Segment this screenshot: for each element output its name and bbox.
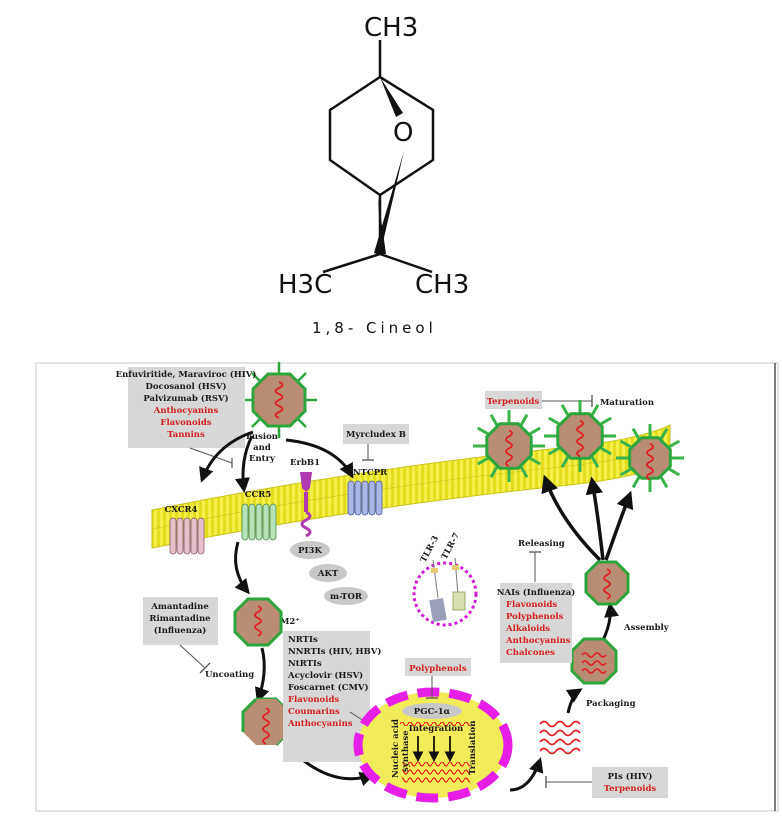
rna-strands	[539, 720, 581, 755]
polyphenols-box: Polyphenols	[405, 658, 471, 676]
methyl-top-label: CH3	[364, 13, 418, 43]
myrcludex-box: Myrcludex B	[343, 424, 409, 444]
entry-natural-1: Anthocyanins	[153, 406, 219, 416]
arrow-to-ccr5	[234, 435, 254, 493]
svg-text:Terpenoids: Terpenoids	[487, 397, 540, 407]
entry-natural-3: Tannins	[167, 430, 205, 440]
methyl-left-label: H3C	[278, 270, 332, 300]
releasing-label: Releasing	[518, 539, 565, 549]
svg-text:Foscarnet (CMV): Foscarnet (CMV)	[288, 682, 368, 693]
svg-text:Terpenoids: Terpenoids	[604, 784, 657, 794]
receptor-ntcpr: NTCPR	[347, 468, 388, 516]
arrow-to-cxcr4	[199, 430, 254, 483]
svg-text:(Influenza): (Influenza)	[154, 625, 206, 636]
uncoating-inhibitor-box: Amantadine Rimantadine (Influenza)	[143, 597, 218, 645]
svg-text:Amantadine: Amantadine	[150, 602, 209, 612]
arrow-to-ntcpr	[285, 438, 354, 479]
uncoating-label: Uncoating	[205, 670, 254, 680]
svg-text:Flavonoids: Flavonoids	[506, 600, 557, 610]
svg-text:Entry: Entry	[249, 454, 276, 464]
receptor-erbb1: ErbB1	[290, 458, 320, 538]
svg-text:Anthocyanins: Anthocyanins	[287, 719, 353, 729]
progeny-virus	[544, 400, 616, 472]
virus-uncoating	[233, 597, 283, 647]
fusion-entry-label: Fusion and Entry	[246, 432, 278, 464]
packaging-label: Packaging	[586, 699, 636, 709]
virus-opened	[241, 697, 291, 747]
svg-text:NtRTIs: NtRTIs	[288, 659, 322, 669]
entry-inhibitor-box: Enfuviritide, Maraviroc (HIV) Docosanol …	[116, 367, 257, 448]
cineole-structure: CH3 O H3C CH3 1,8- Cineol	[278, 13, 469, 337]
progeny-virus	[473, 410, 545, 482]
signaling-cascade: PI3K AKT m-TOR	[290, 541, 368, 605]
maturation-inhibitor-box: Terpenoids	[485, 391, 542, 409]
translation-label: Translation	[468, 721, 478, 775]
svg-text:Fusion: Fusion	[246, 432, 278, 442]
svg-text:Chalcones: Chalcones	[506, 648, 555, 658]
synthase-label: synthase	[401, 730, 411, 772]
pgc-label: PGC-1α	[414, 707, 451, 717]
svg-text:Acyclovir (HSV): Acyclovir (HSV)	[287, 670, 363, 681]
maturation-label: Maturation	[600, 398, 654, 408]
svg-text:Coumarins: Coumarins	[288, 707, 340, 717]
svg-text:Anthocyanins: Anthocyanins	[505, 636, 571, 646]
receptor-ccr5: CCR5	[241, 490, 277, 541]
svg-text:Myrcludex B: Myrcludex B	[346, 430, 406, 440]
mtor-label: m-TOR	[330, 592, 363, 602]
virus-packaging	[570, 637, 618, 685]
receptor-cxcr4: CXCR4	[165, 505, 205, 555]
svg-text:Polyphenols: Polyphenols	[506, 612, 564, 622]
entry-drug-1: Enfuviritide, Maraviroc (HIV)	[116, 369, 257, 380]
svg-text:NAIs (Influenza): NAIs (Influenza)	[497, 587, 576, 598]
entry-drug-3: Palvizumab (RSV)	[143, 393, 228, 404]
entry-drug-2: Docosanol (HSV)	[145, 381, 226, 392]
release-inhibitor-box: NAIs (Influenza) Flavonoids Polyphenols …	[497, 583, 576, 663]
svg-text:Rimantadine: Rimantadine	[149, 614, 211, 624]
pi3k-label: PI3K	[298, 546, 322, 556]
cxcr4-label: CXCR4	[165, 505, 198, 515]
pi-inhibitor-box: PIs (HIV) Terpenoids	[592, 767, 668, 798]
svg-text:NRTIs: NRTIs	[288, 635, 318, 645]
nucleic-acid-label: Nucleic acid	[391, 719, 401, 778]
integration-label: Integration	[409, 724, 463, 734]
assembly-label: Assembly	[623, 623, 670, 633]
svg-text:PIs (HIV): PIs (HIV)	[608, 771, 653, 782]
svg-text:Flavonoids: Flavonoids	[288, 695, 339, 705]
oxygen-label: O	[393, 118, 413, 148]
nucleus: PGC-1α Integration Nucleic acid synthase…	[353, 687, 513, 803]
svg-text:Polyphenols: Polyphenols	[409, 664, 467, 674]
erbb1-label: ErbB1	[290, 458, 320, 468]
ccr5-label: CCR5	[245, 490, 272, 500]
virus-entry	[241, 362, 317, 438]
progeny-viruses	[473, 400, 684, 492]
virus-assembled	[584, 560, 630, 606]
svg-text:Alkaloids: Alkaloids	[505, 624, 550, 634]
methyl-right-label: CH3	[415, 270, 469, 300]
molecule-caption: 1,8- Cineol	[312, 319, 437, 337]
m2-label: M2⁺	[280, 617, 300, 627]
svg-text:NNRTIs (HIV, HBV): NNRTIs (HIV, HBV)	[288, 646, 381, 657]
akt-label: AKT	[317, 569, 339, 579]
svg-text:and: and	[253, 443, 271, 453]
ntcpr-label: NTCPR	[353, 468, 388, 478]
entry-natural-2: Flavonoids	[160, 418, 211, 428]
progeny-virus	[616, 424, 684, 492]
